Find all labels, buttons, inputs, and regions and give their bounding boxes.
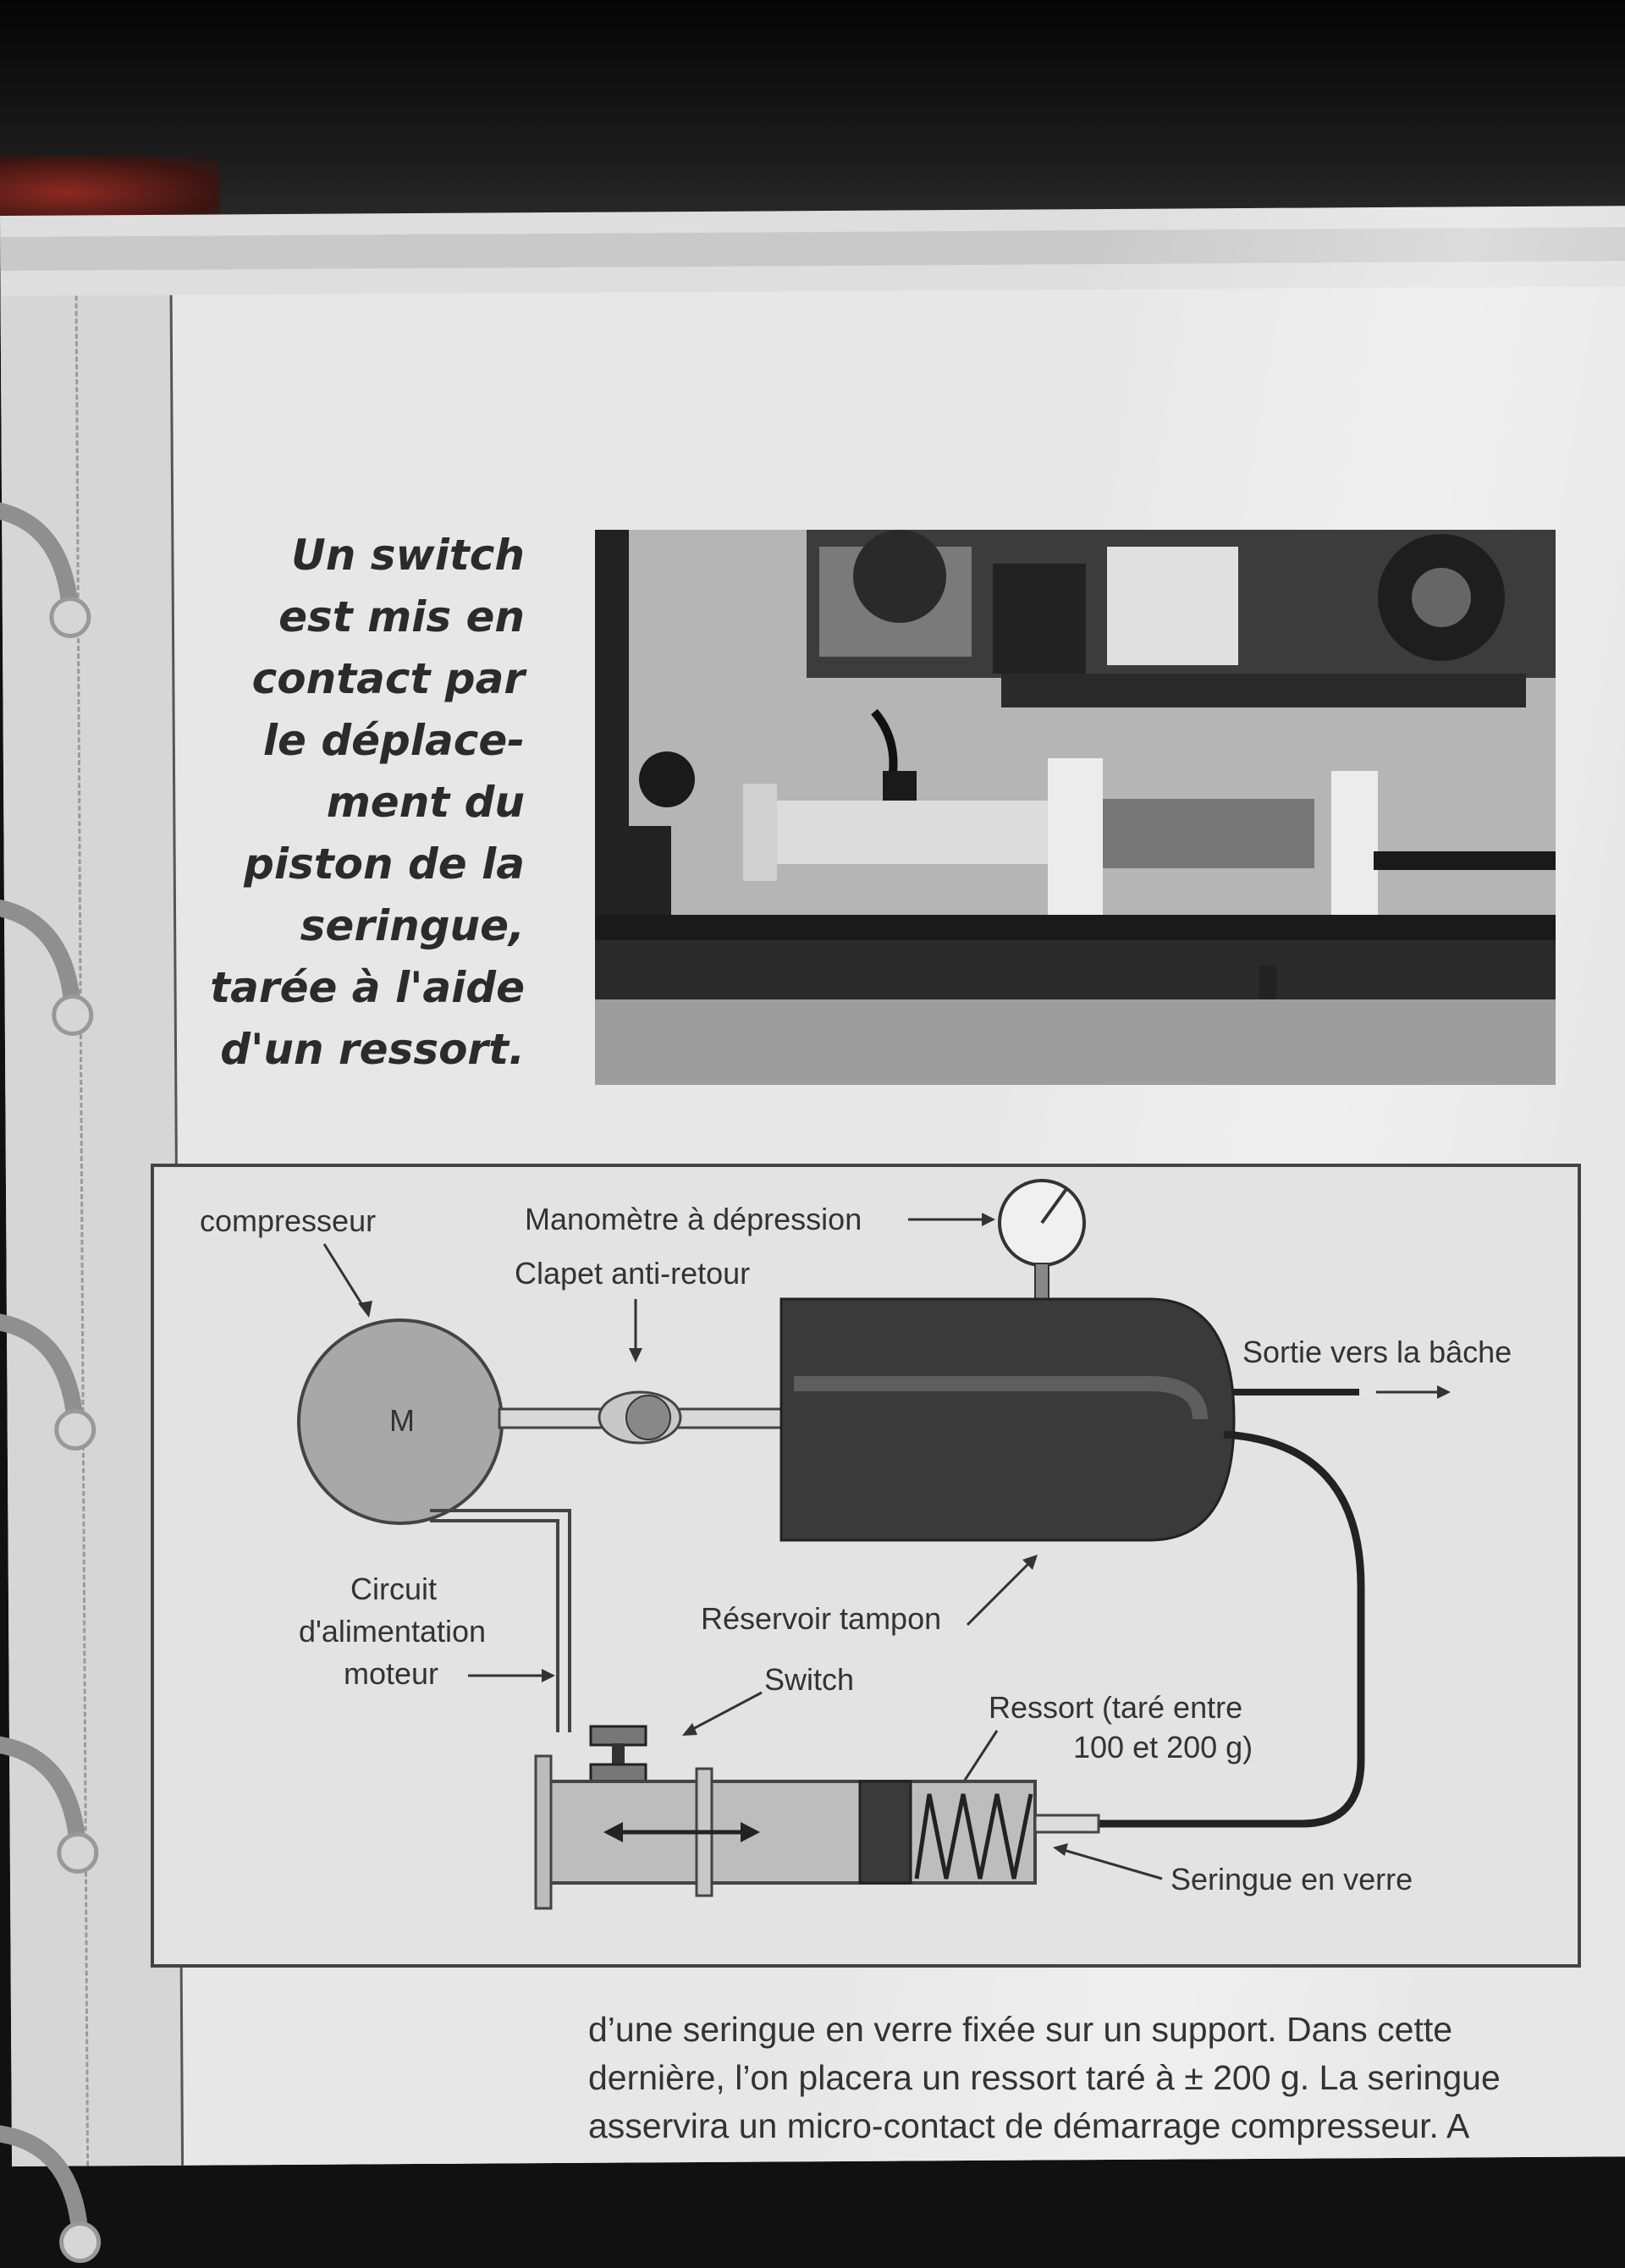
label-circuit-3: moteur bbox=[344, 1656, 438, 1691]
label-manometre: Manomètre à dépression bbox=[525, 1202, 862, 1236]
label-sortie: Sortie vers la bâche bbox=[1242, 1335, 1512, 1369]
photo-illustration bbox=[595, 530, 1556, 1085]
label-switch: Switch bbox=[764, 1662, 854, 1697]
motor-circuit-wire bbox=[430, 1509, 571, 1732]
binder-ring-icon bbox=[0, 2123, 102, 2263]
body-line: d’une seringue en verre fixée sur un sup… bbox=[588, 2010, 1453, 2049]
binder-ring-icon bbox=[0, 896, 94, 1036]
caption-line: contact par bbox=[251, 654, 525, 703]
caption-line: est mis en bbox=[278, 592, 525, 641]
binder-ring-icon bbox=[0, 1734, 99, 1874]
caption-line: ment du bbox=[326, 778, 525, 827]
binder-ring-icon bbox=[0, 1311, 96, 1451]
buffer-tank bbox=[779, 1297, 1236, 1542]
label-clapet: Clapet anti-retour bbox=[515, 1256, 750, 1291]
binder-ring-icon bbox=[0, 498, 91, 639]
spring-icon bbox=[914, 1793, 1033, 1880]
caption-line: piston de la bbox=[244, 839, 525, 889]
caption-line: Un switch bbox=[291, 531, 525, 580]
body-line: asservira un micro-contact de démarrage … bbox=[588, 2106, 1470, 2145]
caption-line: seringue, bbox=[300, 901, 525, 950]
syringe-switch-photo bbox=[595, 530, 1556, 1085]
label-compresseur: compresseur bbox=[200, 1203, 376, 1238]
label-motor: M bbox=[389, 1403, 415, 1438]
background-dark-surface bbox=[0, 0, 1625, 228]
caption-line: le déplace- bbox=[262, 716, 525, 765]
sheet-edge bbox=[0, 227, 1625, 271]
switch-contact bbox=[589, 1725, 647, 1747]
caption-line: tarée à l'aide bbox=[210, 963, 525, 1012]
label-ressort-1: Ressort (taré entre bbox=[989, 1690, 1242, 1725]
body-paragraph: d’une seringue en verre fixée sur un sup… bbox=[588, 2006, 1587, 2150]
arrow-compresseur bbox=[322, 1243, 368, 1313]
label-ressort-2: 100 et 200 g) bbox=[1073, 1730, 1253, 1764]
return-pipe bbox=[1035, 1430, 1365, 1828]
body-line: dernière, l’on placera un ressort taré à… bbox=[588, 2058, 1501, 2097]
label-circuit-1: Circuit bbox=[350, 1572, 437, 1606]
compressor-diagram: compresseur M Manomètre à dépression Cla… bbox=[151, 1164, 1581, 1968]
label-reservoir: Réservoir tampon bbox=[701, 1601, 941, 1636]
label-circuit-2: d'alimentation bbox=[299, 1614, 486, 1649]
label-seringue: Seringue en verre bbox=[1171, 1862, 1413, 1896]
syringe-piston bbox=[858, 1780, 912, 1885]
photo-caption: Un switch est mis en contact par le dépl… bbox=[152, 525, 525, 1081]
caption-line: d'un ressort. bbox=[220, 1025, 525, 1074]
